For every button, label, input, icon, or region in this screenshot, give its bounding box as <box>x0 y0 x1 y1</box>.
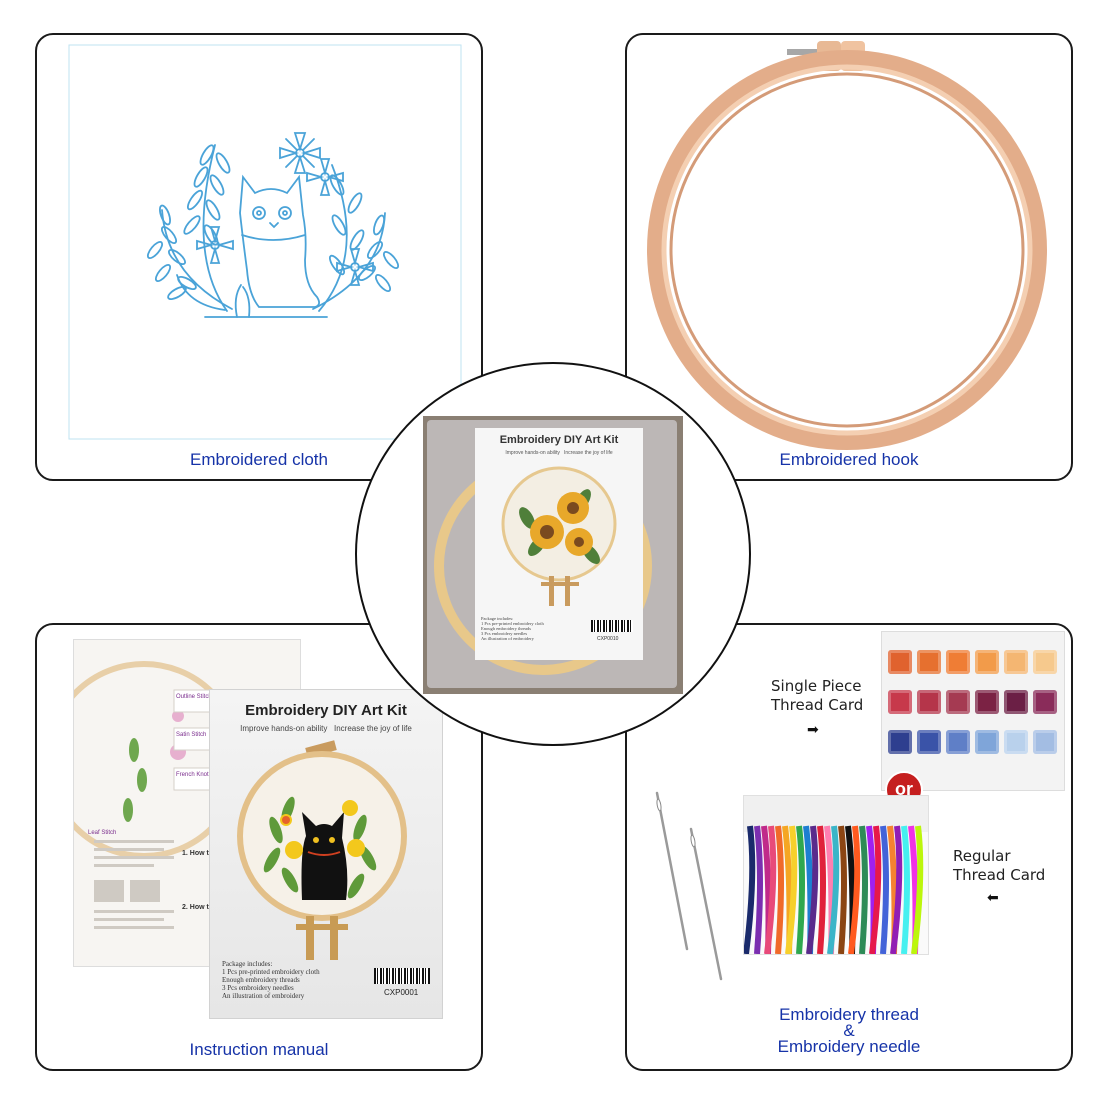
thread-skein <box>1033 650 1057 674</box>
stitch-label-outline: Outline Stitch <box>176 694 212 700</box>
thread-skein <box>1033 690 1057 714</box>
thread-skein <box>917 730 941 754</box>
package-photo: Embroidery DIY Art Kit Improve hands-on … <box>423 416 683 694</box>
kit-cover-product-code: CXP0001 <box>384 988 419 997</box>
thread-skein <box>946 690 970 714</box>
package-line: Package includes: <box>222 960 273 968</box>
kit-package-circle: Embroidery DIY Art Kit Improve hands-on … <box>355 362 751 746</box>
thread-strand <box>744 825 756 954</box>
thread-skein <box>946 730 970 754</box>
embroidered-cloth-caption: Embroidered cloth <box>190 450 328 469</box>
thread-skein <box>975 730 999 754</box>
thread-strand <box>838 825 847 954</box>
kit-cover-title: Embroidery DIY Art Kit <box>245 702 407 719</box>
package-line: 1 Pcs pre-printed embroidery cloth <box>481 621 544 626</box>
thread-strand <box>806 825 819 954</box>
thread-strand <box>890 825 903 954</box>
or-badge-text: or <box>895 779 913 799</box>
caption-line: Embroidery needle <box>777 1037 921 1056</box>
package-line: An illustration of embroidery <box>222 992 305 1000</box>
thread-skein <box>917 650 941 674</box>
embroidered-cloth-panel: Embroidered cloth <box>35 33 483 481</box>
thread-strand <box>901 825 910 954</box>
center-kit-illustration <box>501 466 617 606</box>
embroidery-thread-panel: Single Piece Thread Card ➡ or Regular Th… <box>625 623 1073 1071</box>
stitch-label-satin: Satin Stitch <box>176 732 207 738</box>
thread-skein <box>1004 650 1028 674</box>
package-line: Package includes: <box>481 616 514 621</box>
thread-skein <box>946 650 970 674</box>
thread-strand <box>764 825 777 954</box>
package-line: An illustration of embroidery <box>481 636 534 641</box>
thread-strand <box>880 825 889 954</box>
center-barcode <box>591 620 633 632</box>
package-line: 3 Pcs embroidery needles <box>481 631 528 636</box>
single-thread-card <box>881 631 1065 791</box>
thread-strand <box>848 825 861 954</box>
thread-strand <box>785 825 798 954</box>
thread-skein <box>1004 690 1028 714</box>
arrow-right-icon: ➡ <box>807 721 819 737</box>
center-package-list: Package includes: 1 Pcs pre-printed embr… <box>481 616 544 641</box>
single-card-label-line: Single Piece <box>771 677 862 695</box>
package-line: Enough embroidery threads <box>481 626 531 631</box>
thread-skein <box>1004 730 1028 754</box>
thread-strand <box>817 825 826 954</box>
thread-strand <box>754 825 763 954</box>
single-card-label: Single Piece Thread Card <box>771 677 863 715</box>
center-kit-subtitle: Improve hands-on ability Increase the jo… <box>505 450 613 456</box>
kit-cover-barcode <box>374 968 430 984</box>
package-line: 3 Pcs embroidery needles <box>222 984 294 992</box>
caption-line: Embroidery thread <box>779 1005 919 1024</box>
thread-strand <box>775 825 784 954</box>
embroidery-hoop-image <box>647 41 1047 450</box>
regular-card-label: Regular Thread Card <box>953 847 1045 885</box>
package-line: 1 Pcs pre-printed embroidery cloth <box>222 968 320 976</box>
thread-strand <box>796 825 805 954</box>
thread-strand <box>869 825 882 954</box>
regular-card-label-line: Regular <box>953 847 1011 865</box>
thread-strand <box>827 825 840 954</box>
embroidered-hook-caption: Embroidered hook <box>779 450 919 469</box>
single-card-label-line: Thread Card <box>771 696 864 714</box>
thread-skein <box>888 690 912 714</box>
thread-skein <box>975 690 999 714</box>
thread-strand <box>859 825 868 954</box>
thread-strand <box>911 825 924 954</box>
stitch-label-leaf: Leaf Stitch <box>88 830 117 836</box>
regular-thread-card <box>743 795 929 955</box>
thread-skein <box>888 730 912 754</box>
embroidered-hook-panel: Embroidered hook <box>625 33 1073 481</box>
stitch-label-french: French Knot <box>176 772 209 778</box>
instruction-manual-caption: Instruction manual <box>189 1040 329 1059</box>
arrow-left-icon: ⬅ <box>987 889 999 905</box>
embroidered-cloth-pattern <box>68 44 462 440</box>
embroidery-needles <box>655 791 723 981</box>
regular-card-label-line: Thread Card <box>953 866 1046 884</box>
center-kit-title: Embroidery DIY Art Kit <box>499 434 619 446</box>
instruction-manual-panel: Outline Stitch Satin Stitch French Knot … <box>35 623 483 1071</box>
kit-cover-card: Embroidery DIY Art Kit Improve hands-on … <box>209 689 443 1019</box>
thread-skein <box>917 690 941 714</box>
kit-cover-package-list: Package includes: 1 Pcs pre-printed embr… <box>222 960 320 1000</box>
package-line: Enough embroidery threads <box>222 976 300 984</box>
caption-line: & <box>843 1021 855 1040</box>
kit-cover-subtitle: Improve hands-on ability Increase the jo… <box>240 724 412 733</box>
kit-cover-illustration <box>237 740 407 960</box>
thread-skein <box>888 650 912 674</box>
center-product-code: CXP0010 <box>597 636 619 642</box>
embroidery-thread-caption: Embroidery thread & Embroidery needle <box>627 1005 1071 1056</box>
thread-skein <box>975 650 999 674</box>
thread-skein <box>1033 730 1057 754</box>
center-kit-card: Embroidery DIY Art Kit Improve hands-on … <box>475 428 643 660</box>
